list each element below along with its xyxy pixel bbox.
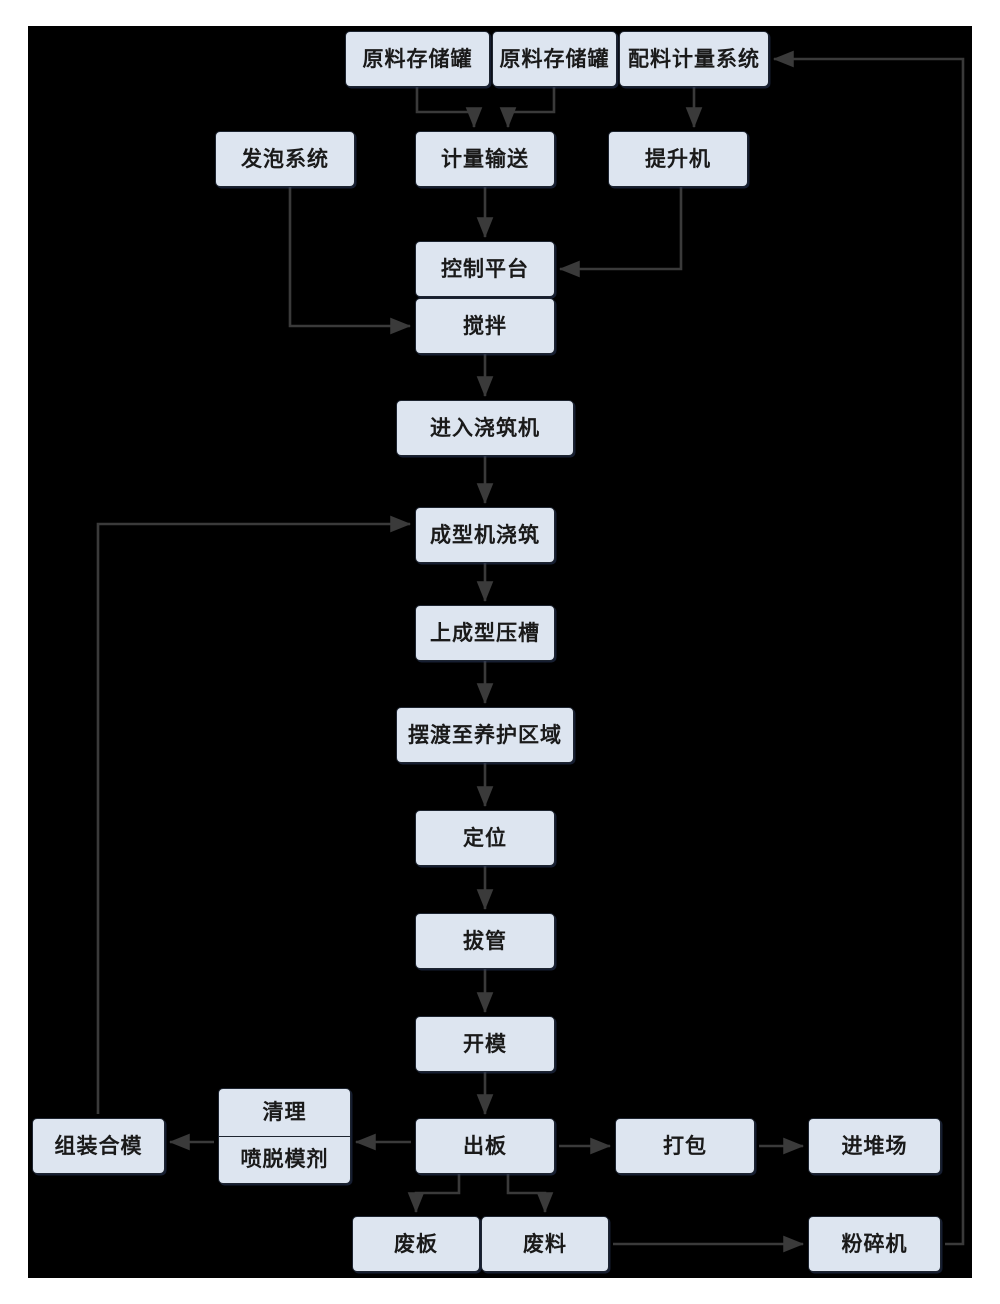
node-raw-material-storage-tank-1[interactable]: 原料存储罐: [345, 31, 490, 87]
node-spray-release-agent: 喷脱模剂: [219, 1135, 350, 1184]
node-metering-conveying[interactable]: 计量输送: [415, 131, 555, 187]
node-control-platform[interactable]: 控制平台: [415, 241, 555, 297]
node-batching-metering-system[interactable]: 配料计量系统: [619, 31, 769, 87]
node-mixing[interactable]: 搅拌: [415, 298, 555, 354]
node-raw-material-storage-tank-2[interactable]: 原料存储罐: [492, 31, 617, 87]
node-waste-material[interactable]: 废料: [481, 1216, 609, 1272]
node-open-mold[interactable]: 开模: [415, 1016, 555, 1072]
node-upper-forming-groove-press[interactable]: 上成型压槽: [415, 605, 555, 661]
node-waste-board[interactable]: 废板: [352, 1216, 480, 1272]
node-forming-machine-casting[interactable]: 成型机浇筑: [415, 507, 555, 563]
node-crusher[interactable]: 粉碎机: [808, 1216, 941, 1272]
node-ferry-to-curing-area[interactable]: 摆渡至养护区域: [396, 707, 574, 763]
node-foaming-system[interactable]: 发泡系统: [215, 131, 355, 187]
node-clean: 清理: [262, 1099, 307, 1124]
node-into-casting-machine[interactable]: 进入浇筑机: [396, 400, 574, 456]
node-enter-stockyard[interactable]: 进堆场: [808, 1118, 941, 1174]
node-packing[interactable]: 打包: [615, 1118, 755, 1174]
node-clean-and-spray-release-agent[interactable]: 清理 喷脱模剂: [218, 1088, 351, 1184]
node-pull-pipe[interactable]: 拔管: [415, 913, 555, 969]
node-elevator[interactable]: 提升机: [608, 131, 748, 187]
node-positioning[interactable]: 定位: [415, 810, 555, 866]
node-board-output[interactable]: 出板: [415, 1118, 555, 1174]
node-assemble-mold[interactable]: 组装合模: [32, 1118, 165, 1174]
